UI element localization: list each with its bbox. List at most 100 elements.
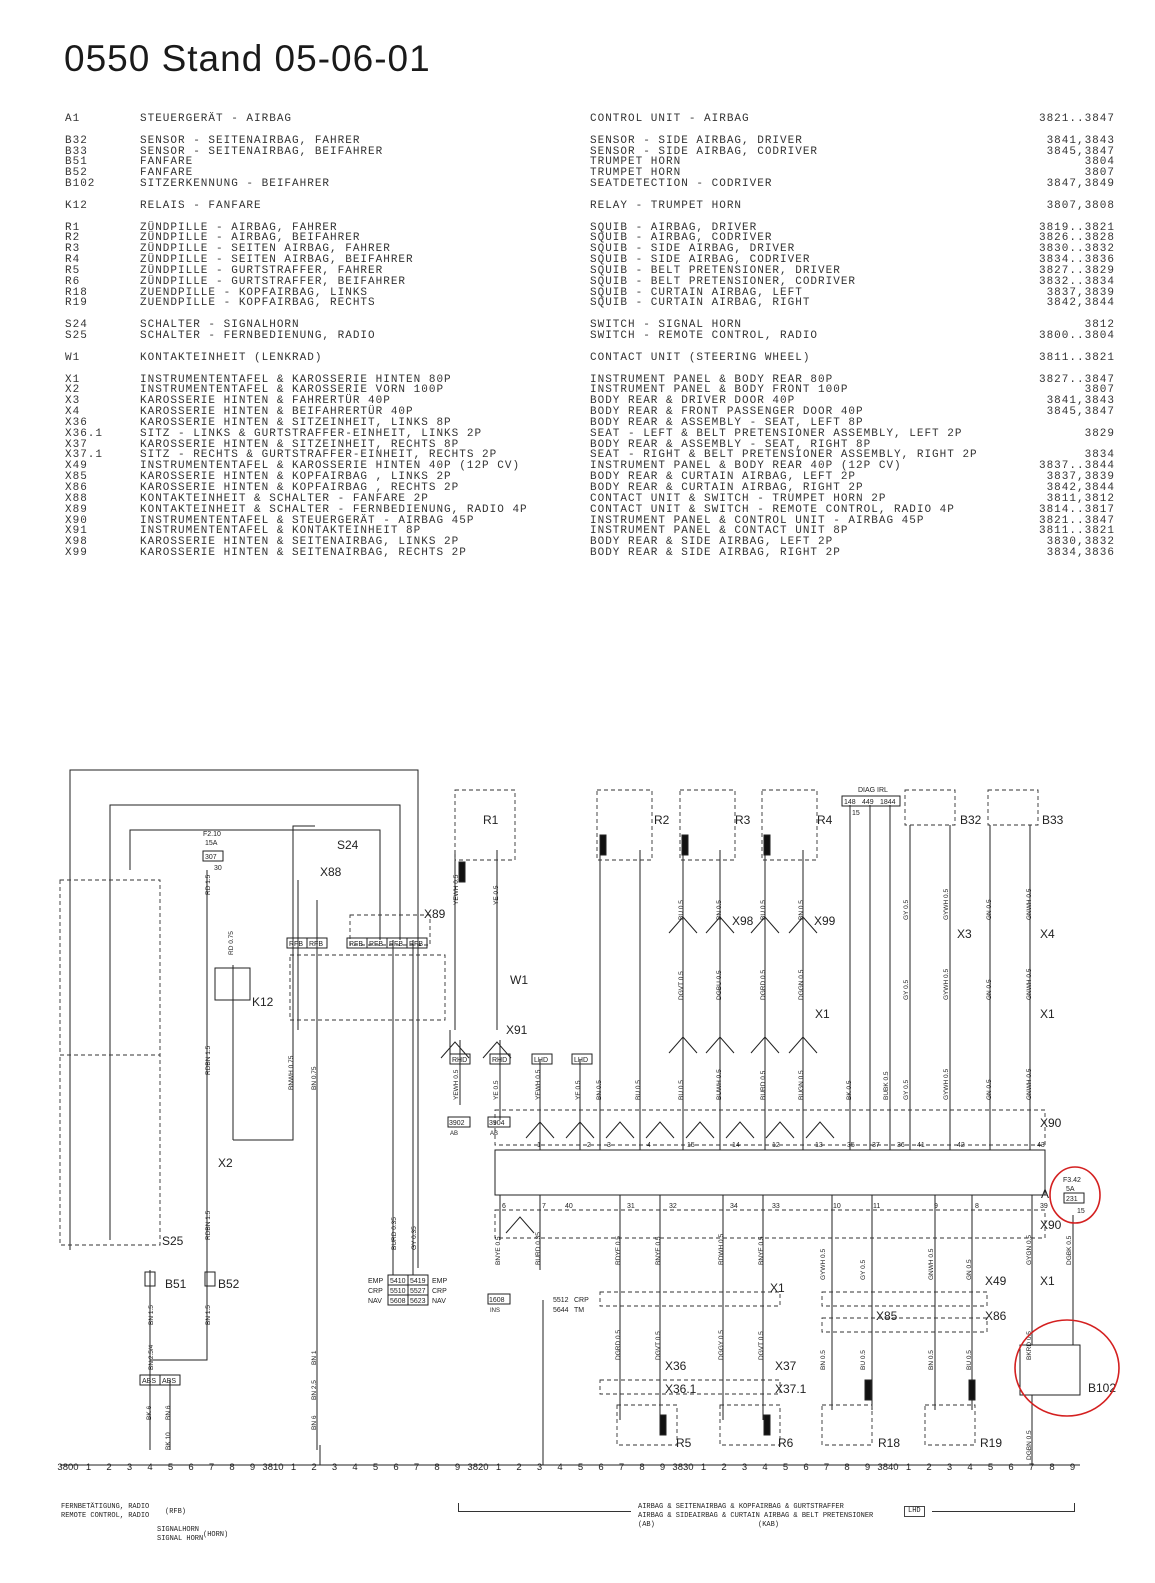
ruler-number: 8 bbox=[1049, 1462, 1054, 1473]
variant-tag: LHD bbox=[534, 1057, 548, 1064]
footer-airbag: AIRBAG & SEITENAIRBAG & KOPFAIRBAG & GUR… bbox=[638, 1503, 873, 1521]
wire-color-label: YEWH 0.5 bbox=[535, 1069, 542, 1100]
squib-icon bbox=[599, 834, 607, 856]
component-label: X36 bbox=[665, 1359, 687, 1373]
legend-code: X86 bbox=[65, 481, 88, 494]
legend-german: SCHALTER - SIGNALHORN bbox=[140, 319, 300, 332]
component-label: X90 bbox=[1040, 1218, 1062, 1232]
legend-english: INSTRUMENT PANEL & BODY REAR 40P (12P CV… bbox=[590, 460, 902, 473]
legend-code: R1 bbox=[65, 221, 81, 234]
footer-kab-code: (KAB) bbox=[758, 1521, 780, 1529]
dashed-enclosure bbox=[599, 1379, 781, 1395]
ruler-number: 4 bbox=[352, 1462, 357, 1473]
ruler-number: 3830 bbox=[672, 1462, 693, 1473]
a1-pin: 4 bbox=[647, 1142, 651, 1149]
ref-box bbox=[487, 1293, 511, 1305]
wire-color-label: BU 0.5 bbox=[860, 1350, 867, 1370]
footer-horn: SIGNALHORN SIGNAL HORN bbox=[157, 1526, 203, 1544]
fuse-label: F3.42 bbox=[1063, 1177, 1081, 1184]
wire-color-label: GN 0.5 bbox=[986, 979, 993, 1000]
dashed-enclosure bbox=[349, 914, 431, 946]
ruler-number: 2 bbox=[926, 1462, 931, 1473]
diag-label: DIAG IRL bbox=[858, 787, 888, 794]
horn-icon bbox=[144, 1271, 156, 1287]
footer-rfb-de: FERNBETÄTIGUNG, RADIO bbox=[61, 1503, 150, 1511]
wire bbox=[599, 850, 641, 1150]
control-unit-a1 bbox=[494, 1149, 1046, 1196]
wire bbox=[722, 1195, 764, 1420]
a1-pin: 40 bbox=[565, 1203, 573, 1210]
legend-page-ref: 3847,3849 bbox=[1046, 178, 1115, 191]
legend-english: SWITCH - REMOTE CONTROL, RADIO bbox=[590, 330, 819, 343]
dashed-enclosure bbox=[616, 1404, 678, 1446]
wire bbox=[69, 769, 419, 1268]
wire-color-label: BN 6 bbox=[165, 1405, 172, 1420]
legend-english: SQUIB - SIDE AIRBAG, CODRIVER bbox=[590, 254, 811, 267]
wire-color-label: BN 1.5 bbox=[148, 1305, 155, 1325]
dashed-enclosure bbox=[599, 1291, 781, 1307]
legend-code: X3 bbox=[65, 395, 81, 408]
legend-code: R4 bbox=[65, 254, 81, 267]
legend-german: KAROSSERIE HINTEN & SITZEINHEIT, LINKS 8… bbox=[140, 416, 452, 429]
connector-tag: RFB bbox=[389, 941, 403, 948]
component-label: S25 bbox=[162, 1234, 184, 1248]
ruler-number: 6 bbox=[393, 1462, 398, 1473]
wire bbox=[565, 1121, 595, 1139]
component-label: X36.1 bbox=[665, 1382, 697, 1396]
legend-page-ref: 3841,3843 bbox=[1046, 395, 1115, 408]
component-label: X99 bbox=[814, 914, 836, 928]
component-label: B51 bbox=[165, 1277, 187, 1291]
legend-page-ref: 3845,3847 bbox=[1046, 145, 1115, 158]
ruler-number: 9 bbox=[660, 1462, 665, 1473]
footer-horn-code: (HORN) bbox=[203, 1531, 229, 1539]
dashed-enclosure bbox=[987, 789, 1039, 826]
a1-pin: 3 bbox=[607, 1142, 611, 1149]
connector-tag: RFB bbox=[409, 941, 423, 948]
wire-color-label: BU 0.5 bbox=[966, 1350, 973, 1370]
legend-german: KONTAKTEINHEIT & SCHALTER - FANFARE 2P bbox=[140, 492, 429, 505]
legend-code: X85 bbox=[65, 471, 88, 484]
legend-english: BODY REAR & DRIVER DOOR 40P bbox=[590, 395, 796, 408]
legend-german: KAROSSERIE HINTEN & SEITENAIRBAG, LINKS … bbox=[140, 536, 460, 549]
footer-ab-code: (AB) bbox=[638, 1521, 655, 1529]
legend-page-ref: 3811..3821 bbox=[1038, 351, 1115, 364]
ruler-number: 2 bbox=[311, 1462, 316, 1473]
legend-german: ZÜNDPILLE - AIRBAG, FAHRER bbox=[140, 221, 338, 234]
connector-tag: RFB bbox=[309, 941, 323, 948]
ruler-number: 3810 bbox=[262, 1462, 283, 1473]
a1-pin: 15 bbox=[687, 1142, 695, 1149]
ruler-number: 5 bbox=[578, 1462, 583, 1473]
ruler-number: 3800 bbox=[57, 1462, 78, 1473]
wire-color-label: BUBK 0.5 bbox=[883, 1071, 890, 1100]
wire-color-label: BN 0.5 bbox=[798, 900, 805, 920]
fuse-rating: 5A bbox=[1066, 1186, 1075, 1193]
legend-code: X49 bbox=[65, 460, 88, 473]
ruler-number: 8 bbox=[844, 1462, 849, 1473]
ref-number: 3904 bbox=[489, 1120, 505, 1127]
pin-label: 15 bbox=[1077, 1208, 1085, 1215]
variant-tag-box bbox=[571, 1053, 593, 1065]
legend-english: SENSOR - SIDE AIRBAG, CODRIVER bbox=[590, 145, 819, 158]
legend-page-ref: 3826..3828 bbox=[1038, 232, 1115, 245]
diag-pin: 148 bbox=[844, 799, 856, 806]
legend-english: CONTACT UNIT & SWITCH - REMOTE CONTROL, … bbox=[590, 503, 955, 516]
footer-airbag-en: AIRBAG & SIDEAIRBAG & CURTAIN AIRBAG & B… bbox=[638, 1512, 874, 1520]
fuse-number: 231 bbox=[1066, 1196, 1078, 1203]
dashed-enclosure bbox=[821, 1291, 988, 1307]
legend-page-ref: 3804 bbox=[1084, 156, 1115, 169]
connector-tag: RFB bbox=[369, 941, 383, 948]
legend-german: SITZERKENNUNG - BEIFAHRER bbox=[140, 178, 331, 191]
wire-color-label: GYGN 0.5 bbox=[1026, 1235, 1033, 1265]
squib-icon bbox=[864, 1379, 872, 1401]
ruler-number: 9 bbox=[1070, 1462, 1075, 1473]
legend-english: BODY REAR & ASSEMBLY - SEAT, LEFT 8P bbox=[590, 416, 864, 429]
legend-english: BODY REAR & CURTAIN AIRBAG, RIGHT 2P bbox=[590, 481, 864, 494]
